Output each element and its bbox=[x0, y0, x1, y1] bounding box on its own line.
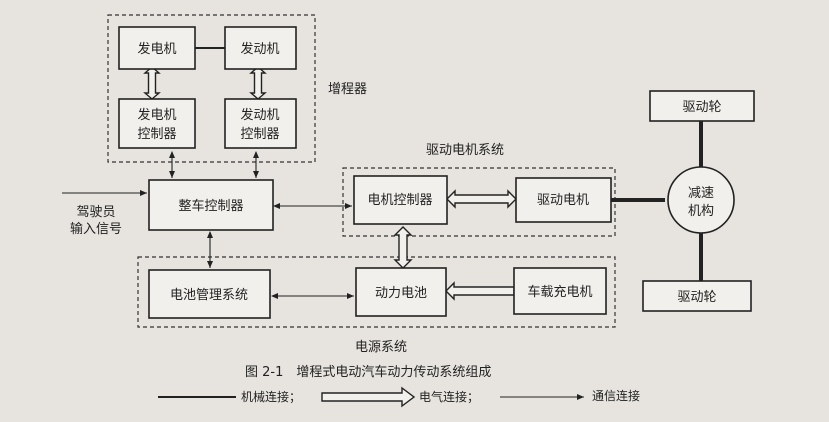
drive-motor-block: 驱动电机 bbox=[515, 177, 612, 223]
power-system-group bbox=[137, 256, 616, 328]
drive-motor-system-label: 驱动电机系统 bbox=[426, 143, 504, 158]
legend-communication-label: 通信连接 bbox=[592, 388, 640, 403]
vehicle-controller-label: 整车控制器 bbox=[178, 198, 243, 214]
motor-controller-label: 电机控制器 bbox=[367, 193, 432, 208]
power-system-label: 电源系统 bbox=[355, 340, 407, 355]
range-extender-group bbox=[107, 14, 316, 163]
generator-label: 发电机 bbox=[137, 41, 176, 57]
legend-mechanical-label: 机械连接； bbox=[241, 389, 301, 404]
engine-controller-label-1: 发动机 bbox=[240, 107, 279, 123]
onboard-charger-label: 车载充电机 bbox=[527, 284, 592, 300]
generator-block: 发电机 bbox=[118, 26, 196, 70]
generator-controller-block: 发电机 控制器 bbox=[118, 98, 196, 149]
generator-controller-label-1: 发电机 bbox=[137, 107, 176, 123]
vehicle-controller-block: 整车控制器 bbox=[148, 179, 274, 231]
generator-controller-electrical-link bbox=[143, 66, 161, 100]
reducer-block: 减速 机构 bbox=[667, 166, 735, 234]
bms-block: 电池管理系统 bbox=[148, 269, 271, 319]
engine-controller-block: 发动机 控制器 bbox=[224, 98, 297, 149]
drive-motor-label: 驱动电机 bbox=[537, 193, 589, 208]
figure-caption: 图 2-1 增程式电动汽车动力传动系统组成 bbox=[245, 364, 491, 380]
engine-label: 发动机 bbox=[240, 41, 279, 57]
power-battery-block: 动力电池 bbox=[355, 267, 447, 317]
controller-motor-electrical-link bbox=[446, 189, 517, 209]
bms-label: 电池管理系统 bbox=[170, 288, 248, 303]
driver-input-label-1: 驾驶员 bbox=[76, 205, 115, 220]
drive-wheel-bottom-label: 驱动轮 bbox=[677, 290, 716, 305]
reducer-label-2: 机构 bbox=[688, 204, 714, 219]
drive-motor-system-group bbox=[342, 167, 616, 237]
driver-input-label-2: 输入信号 bbox=[70, 221, 122, 237]
engine-controller-label-2: 控制器 bbox=[240, 127, 279, 142]
engine-controller-electrical-link bbox=[249, 66, 267, 100]
drive-wheel-bottom-block: 驱动轮 bbox=[642, 280, 752, 312]
reducer-label-1: 减速 bbox=[688, 186, 714, 201]
charger-battery-electrical-link bbox=[445, 281, 515, 301]
power-battery-label: 动力电池 bbox=[375, 286, 427, 301]
legend-electrical-arrow bbox=[321, 386, 416, 408]
generator-controller-label-2: 控制器 bbox=[137, 127, 176, 142]
engine-block: 发动机 bbox=[224, 26, 297, 70]
legend-electrical-label: 电气连接； bbox=[419, 389, 479, 404]
battery-controller-electrical-link bbox=[393, 226, 413, 269]
motor-controller-block: 电机控制器 bbox=[353, 175, 448, 225]
drive-wheel-top-block: 驱动轮 bbox=[649, 90, 755, 122]
drive-wheel-top-label: 驱动轮 bbox=[682, 100, 721, 115]
onboard-charger-block: 车载充电机 bbox=[513, 267, 607, 315]
range-extender-label: 增程器 bbox=[328, 82, 367, 97]
